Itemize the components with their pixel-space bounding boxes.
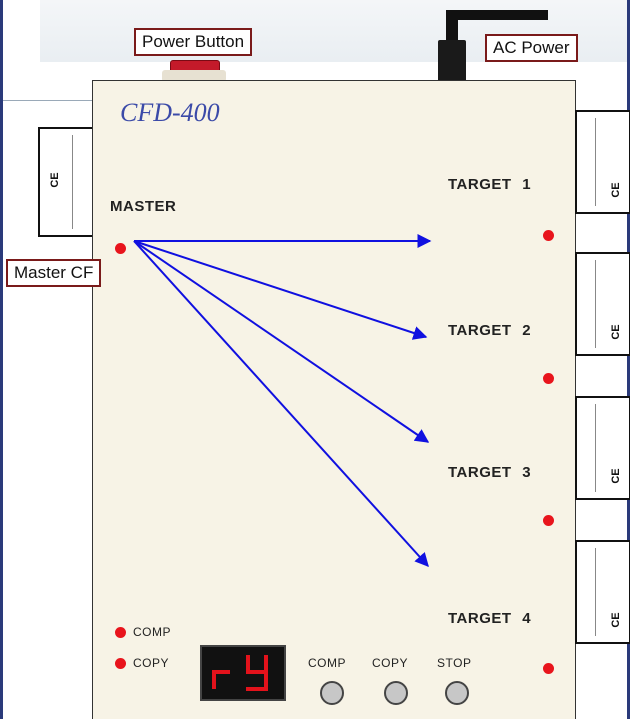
copy-status-label: COPY	[133, 656, 170, 670]
power-switch-base	[162, 70, 226, 82]
ac-power-cable	[450, 10, 548, 20]
target-1-led	[543, 230, 554, 241]
target-3-label: TARGET 3	[448, 464, 532, 481]
stop-button-label: STOP	[437, 656, 472, 670]
frame-left-border	[0, 0, 3, 719]
power-button-callout: Power Button	[134, 28, 253, 56]
arrow-to-target-3	[133, 240, 430, 443]
comp-button-label: COMP	[308, 656, 346, 670]
target-1-cf-card: CE	[575, 110, 630, 214]
target-3-led	[543, 515, 554, 526]
target-1-label: TARGET 1	[448, 176, 532, 193]
master-led	[115, 243, 126, 254]
cfd-400-device	[92, 80, 576, 719]
stop-button[interactable]	[445, 681, 469, 705]
copy-status-led	[115, 658, 126, 669]
arrow-to-target-4	[133, 240, 429, 568]
comp-status-led	[115, 627, 126, 638]
target-4-label: TARGET 4	[448, 610, 532, 627]
ac-power-callout: AC Power	[485, 34, 578, 62]
copy-button-label: COPY	[372, 656, 409, 670]
target-4-led	[543, 663, 554, 674]
master-cf-card: CE	[38, 127, 94, 237]
frame-right-border	[627, 0, 630, 719]
target-2-cf-card: CE	[575, 252, 630, 356]
ac-power-plug	[438, 40, 466, 82]
seven-segment-display: r4	[200, 645, 286, 701]
master-cf-callout: Master CF	[6, 259, 102, 287]
target-2-led	[543, 373, 554, 384]
comp-status-label: COMP	[133, 625, 171, 639]
model-name: CFD-400	[120, 98, 220, 127]
divider-line	[3, 100, 93, 101]
comp-button[interactable]	[320, 681, 344, 705]
arrow-to-target-2	[133, 240, 428, 340]
master-label: MASTER	[110, 198, 177, 215]
display-digits	[212, 655, 268, 691]
copy-button[interactable]	[384, 681, 408, 705]
target-2-label: TARGET 2	[448, 322, 532, 339]
